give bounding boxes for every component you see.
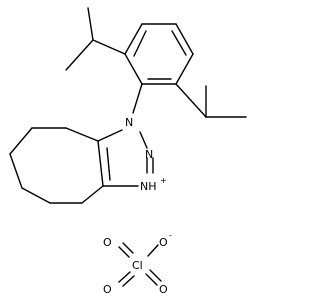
atom-cl: Cl [132,259,143,272]
isopropyl-upper [65,7,126,71]
molecule-drawing: N N NH + O O - Cl O O [9,7,247,296]
atom-o-top-right: O [159,236,168,249]
charge-plus: + [160,176,167,185]
perchlorate-bonds [118,242,162,287]
atom-o-top-left: O [103,236,112,249]
charge-minus: - [169,231,172,240]
atom-o-bottom-left: O [103,283,112,296]
atom-n1: N [125,116,133,129]
triazole-ring [97,129,154,187]
atom-o-bottom-right: O [159,283,168,296]
structure-diagram: N N NH + O O - Cl O O [9,7,247,296]
atom-n2: N [145,148,153,161]
aryl-ring [124,23,194,85]
cycloheptane-ring [9,127,104,204]
isopropyl-right [175,83,247,118]
n-aryl-bond [132,83,143,114]
atom-nh: NH [140,180,157,193]
